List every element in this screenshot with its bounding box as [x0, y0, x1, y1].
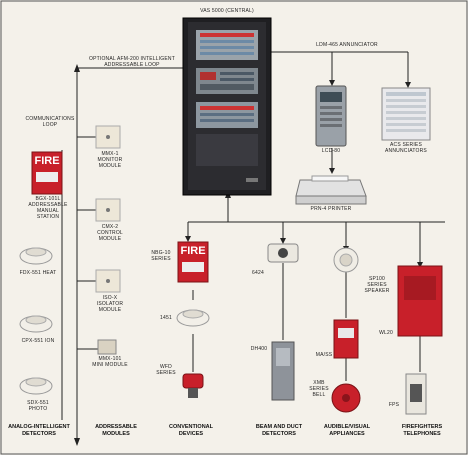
- pull-station-label: BGX-101L ADDRESSABLE MANUAL STATION: [28, 196, 68, 220]
- prn-4-printer: [295, 175, 367, 205]
- nbg-10-label: NBG-10 SERIES: [151, 250, 171, 262]
- category-analog-detectors: ANALOG-INTELLIGENT DETECTORS: [8, 424, 70, 437]
- detector-1451-label: 1451: [160, 315, 172, 321]
- lcd-80-annunciator: [315, 85, 347, 147]
- audible-visual-appliances: [331, 247, 361, 413]
- ion-detector-label: CPX-551 ION: [21, 338, 55, 344]
- speaker-label: SP100 SERIES SPEAKER: [364, 276, 390, 294]
- wl20-label: WL20: [379, 330, 393, 336]
- bell-label: XMB SERIES BELL: [309, 380, 329, 398]
- addressable-modules: [95, 125, 121, 355]
- category-beam-duct: BEAM AND DUCT DETECTORS: [255, 424, 303, 437]
- central-panel-cabinet: [182, 17, 272, 196]
- wiring-lines: [61, 51, 445, 445]
- analog-detectors: [19, 151, 63, 395]
- category-conventional-devices: CONVENTIONAL DEVICES: [169, 424, 213, 437]
- wfd-series-label: WFD SERIES: [156, 364, 176, 376]
- category-audible-visual: AUDIBLE/VISUAL APPLIANCES: [323, 424, 371, 437]
- beam-and-duct-detectors: [267, 243, 299, 401]
- acs-label: ACS SERIES ANNUNCIATORS: [385, 142, 427, 154]
- heat-detector-label: FDX-551 HEAT: [19, 270, 57, 276]
- fire-sign-text-analog: FIRE: [34, 155, 60, 167]
- communications-loop-label: COMMUNICATIONS LOOP: [25, 116, 75, 128]
- strobe-label: MA/SS: [315, 352, 333, 358]
- conventional-devices: [176, 241, 210, 398]
- beam-6424-label: 6424: [252, 270, 264, 276]
- isolator-module-label: ISO-X ISOLATOR MODULE: [96, 295, 124, 313]
- firefighters-telephones: [397, 265, 443, 415]
- mini-module-label: MMX-101 MINI MODULE: [92, 356, 128, 368]
- duct-dh400-label: DH400: [250, 346, 268, 352]
- control-module-label: CMX-2 CONTROL MODULE: [97, 224, 123, 242]
- printer-label: PRN-4 PRINTER: [310, 206, 352, 212]
- fps-label: FPS: [388, 402, 400, 408]
- photo-detector-label: SDX-551 PHOTO: [27, 400, 49, 412]
- acs-annunciator-panel: [381, 87, 431, 141]
- fire-sign-text-conventional: FIRE: [180, 245, 206, 257]
- ldm-annunciator-label: LDM-465 ANNUNCIATOR: [316, 42, 378, 48]
- optional-loop-label: OPTIONAL AFM-200 INTELLIGENT ADDRESSABLE…: [89, 56, 175, 68]
- panel-title: VAS 5000 (CENTRAL): [200, 8, 254, 14]
- monitor-module-label: MMX-1 MONITOR MODULE: [97, 151, 123, 169]
- category-addressable-modules: ADDRESSABLE MODULES: [95, 424, 137, 437]
- lcd-80-label: LCD-80: [321, 148, 341, 154]
- category-firefighters-telephones: FIREFIGHTERS TELEPHONES: [401, 424, 443, 437]
